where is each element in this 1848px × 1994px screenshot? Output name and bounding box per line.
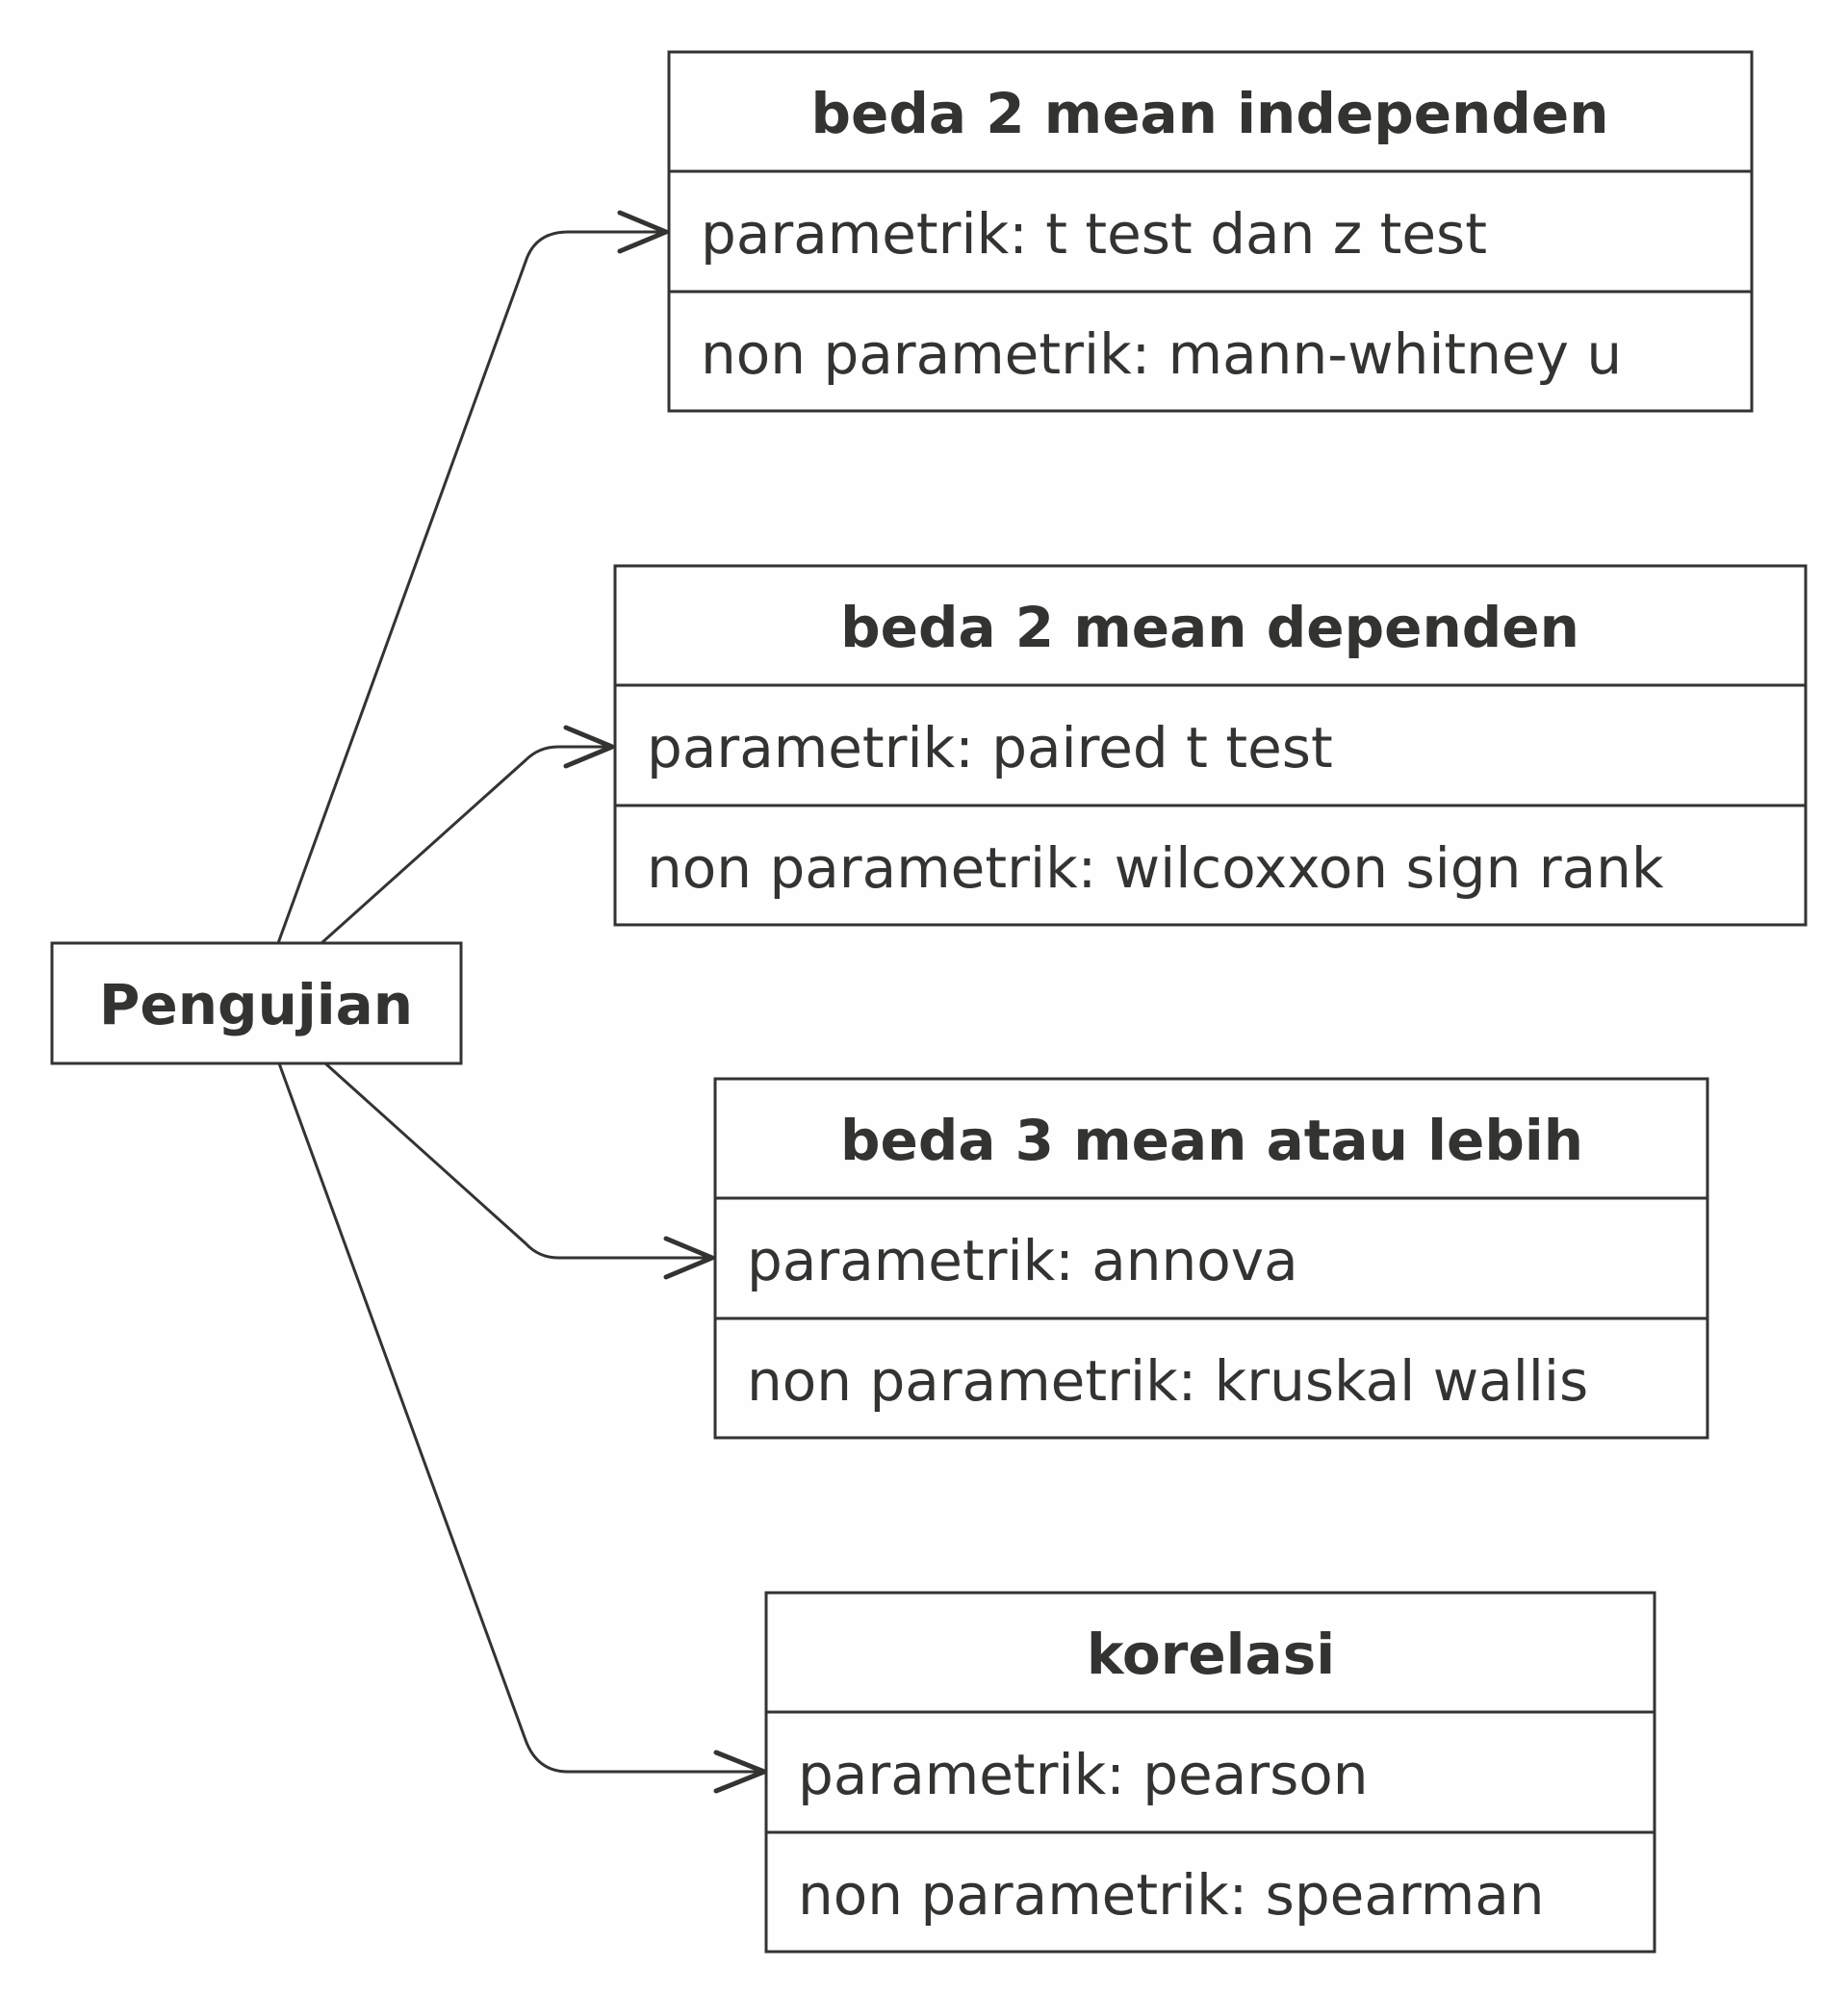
test-row-nonparametric: non parametrik: kruskal wallis (747, 1348, 1588, 1414)
test-row-parametric: parametrik: annova (747, 1228, 1298, 1293)
test-node-dependen: beda 2 mean dependen parametrik: paired … (613, 564, 1808, 927)
test-node-lebih: beda 3 mean atau lebih parametrik: annov… (713, 1077, 1709, 1440)
edges (276, 210, 767, 1794)
edge-independen (276, 210, 669, 944)
arrow-head-icon (563, 725, 615, 769)
test-title: beda 3 mean atau lebih (840, 1108, 1583, 1173)
arrow-head-icon (713, 1750, 767, 1794)
test-title: korelasi (1087, 1622, 1335, 1687)
test-row-parametric: parametrik: pearson (798, 1742, 1369, 1807)
edge-dependen (320, 725, 615, 945)
root-label: Pengujian (99, 972, 413, 1037)
edge-lebih (323, 1061, 715, 1280)
test-node-korelasi: korelasi parametrik: pearson non paramet… (764, 1591, 1656, 1954)
test-row-nonparametric: non parametrik: spearman (798, 1862, 1545, 1928)
arrow-head-icon (617, 210, 669, 254)
arrow-head-icon (663, 1236, 715, 1280)
test-node-independen: beda 2 mean independen parametrik: t tes… (667, 50, 1754, 413)
test-row-nonparametric: non parametrik: wilcoxxon sign rank (647, 835, 1664, 901)
test-row-nonparametric: non parametrik: mann-whitney u (701, 321, 1622, 387)
test-row-parametric: parametrik: paired t test (647, 715, 1333, 780)
test-title: beda 2 mean independen (811, 81, 1609, 146)
test-row-parametric: parametrik: t test dan z test (701, 201, 1487, 267)
edge-korelasi (277, 1062, 767, 1794)
test-title: beda 2 mean dependen (840, 595, 1579, 660)
root-node: Pengujian (50, 941, 463, 1065)
